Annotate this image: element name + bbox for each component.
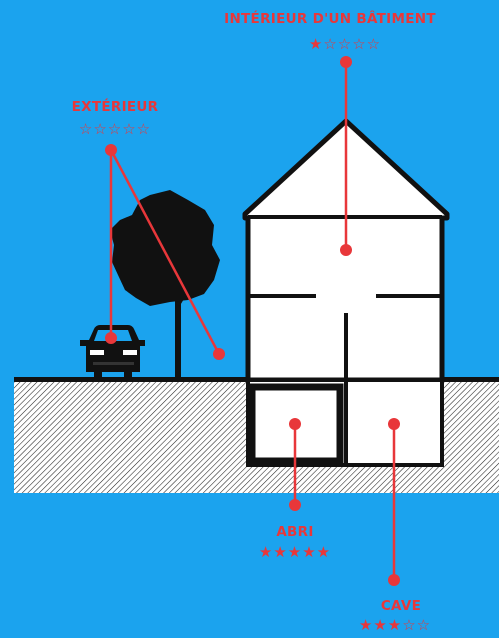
star-empty-icon: ☆ — [323, 35, 338, 53]
exterieur-rating: ☆☆☆☆☆ — [20, 120, 210, 138]
star-filled-icon: ★ — [316, 543, 332, 561]
abri-rating: ★★★★★ — [200, 543, 390, 561]
star-empty-icon: ☆ — [107, 120, 123, 138]
cave-label: CAVE — [380, 598, 422, 614]
interieur-pointer — [340, 56, 352, 256]
tree-icon — [110, 190, 220, 378]
star-empty-icon: ☆ — [78, 120, 94, 138]
star-filled-icon: ★ — [273, 543, 288, 561]
star-empty-icon: ☆ — [93, 120, 108, 138]
interieur-label: INTÉRIEUR D'UN BÂTIMENT — [224, 11, 436, 27]
star-filled-icon: ★ — [358, 616, 374, 634]
star-filled-icon: ★ — [302, 543, 317, 561]
exterieur-label: EXTÉRIEUR — [71, 99, 159, 115]
exterieur-pointer — [105, 144, 225, 360]
cave-rating: ★★★☆☆ — [300, 616, 490, 634]
star-empty-icon: ☆ — [136, 120, 152, 138]
abri-label: ABRI — [276, 524, 314, 540]
interieur-rating: ★☆☆☆☆ — [250, 35, 440, 53]
star-filled-icon: ★ — [373, 616, 388, 634]
cave-pointer — [388, 418, 400, 586]
star-empty-icon: ☆ — [416, 616, 432, 634]
abri-pointer — [289, 418, 301, 511]
star-filled-icon: ★ — [287, 543, 303, 561]
star-empty-icon: ☆ — [402, 616, 417, 634]
car-icon — [80, 325, 145, 378]
star-filled-icon: ★ — [308, 35, 324, 53]
star-filled-icon: ★ — [258, 543, 274, 561]
star-empty-icon: ☆ — [337, 35, 353, 53]
star-empty-icon: ☆ — [366, 35, 382, 53]
star-empty-icon: ☆ — [352, 35, 367, 53]
star-filled-icon: ★ — [387, 616, 403, 634]
star-empty-icon: ☆ — [122, 120, 137, 138]
